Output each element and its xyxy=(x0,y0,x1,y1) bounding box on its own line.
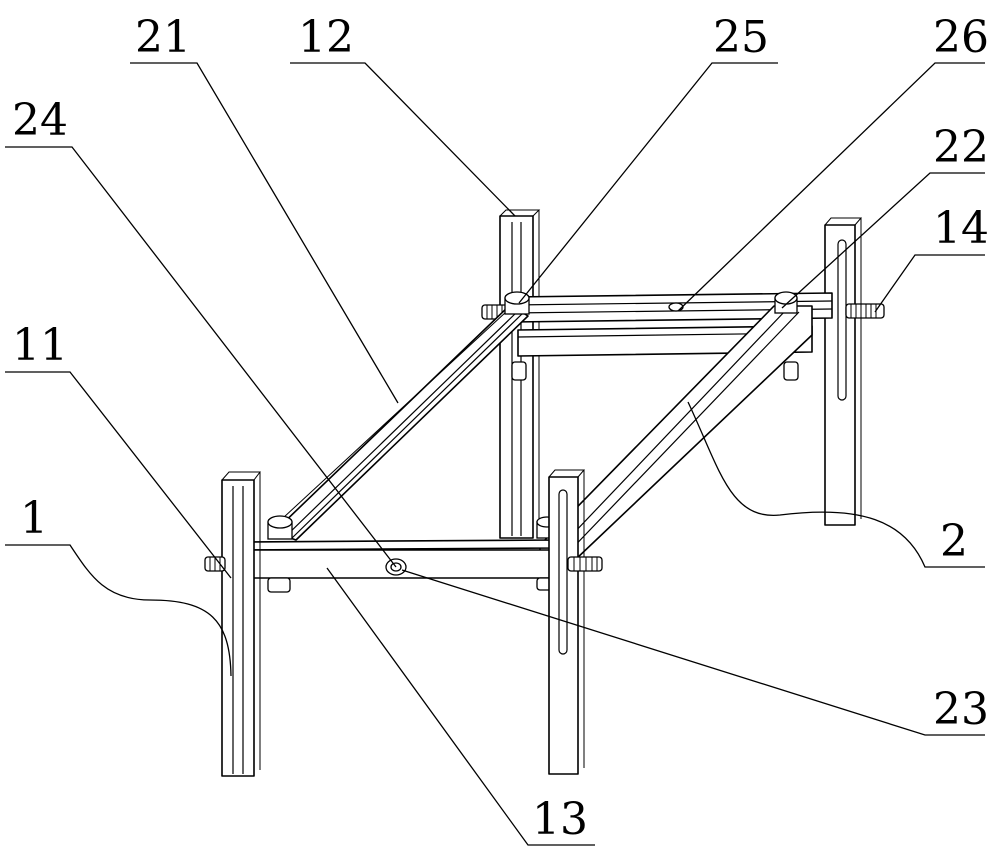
leader-lines xyxy=(5,62,985,846)
leader-2 xyxy=(687,401,985,568)
adjusting-bolt-right xyxy=(845,303,885,319)
adjusting-bolt-front-right xyxy=(567,556,603,572)
leader-12 xyxy=(290,62,516,217)
label-26: 26 xyxy=(933,12,989,63)
leader-11 xyxy=(5,371,232,579)
upright-front-left xyxy=(221,471,261,777)
label-21: 21 xyxy=(135,12,191,63)
label-11: 11 xyxy=(12,320,68,371)
label-13: 13 xyxy=(532,794,588,845)
upright-front-right xyxy=(548,469,586,775)
reference-numerals: 21 12 25 26 24 22 14 11 1 2 23 13 xyxy=(12,12,989,845)
leader-23 xyxy=(401,569,985,736)
pivot-pin-front-left xyxy=(267,515,293,540)
label-12: 12 xyxy=(298,12,354,63)
pivot-pin-rear-right xyxy=(774,291,798,314)
label-25: 25 xyxy=(713,12,769,63)
leader-14 xyxy=(874,254,985,313)
label-24: 24 xyxy=(12,95,68,146)
label-1: 1 xyxy=(20,493,48,544)
pivot-pin-rear-left xyxy=(504,291,530,315)
leader-21 xyxy=(130,62,399,404)
label-2: 2 xyxy=(940,516,968,567)
adjusting-bolt-front-left xyxy=(204,556,226,572)
leader-22 xyxy=(781,172,985,309)
leader-25 xyxy=(518,62,778,304)
upright-rear-left xyxy=(499,209,541,539)
leader-26 xyxy=(677,62,985,312)
label-23: 23 xyxy=(933,684,989,735)
leader-13 xyxy=(326,567,595,846)
diagonal-arm-left xyxy=(269,304,529,541)
leader-1 xyxy=(5,544,232,677)
upright-rear-right xyxy=(824,217,863,526)
label-22: 22 xyxy=(933,122,989,173)
label-14: 14 xyxy=(933,203,989,254)
leader-24 xyxy=(5,146,397,568)
